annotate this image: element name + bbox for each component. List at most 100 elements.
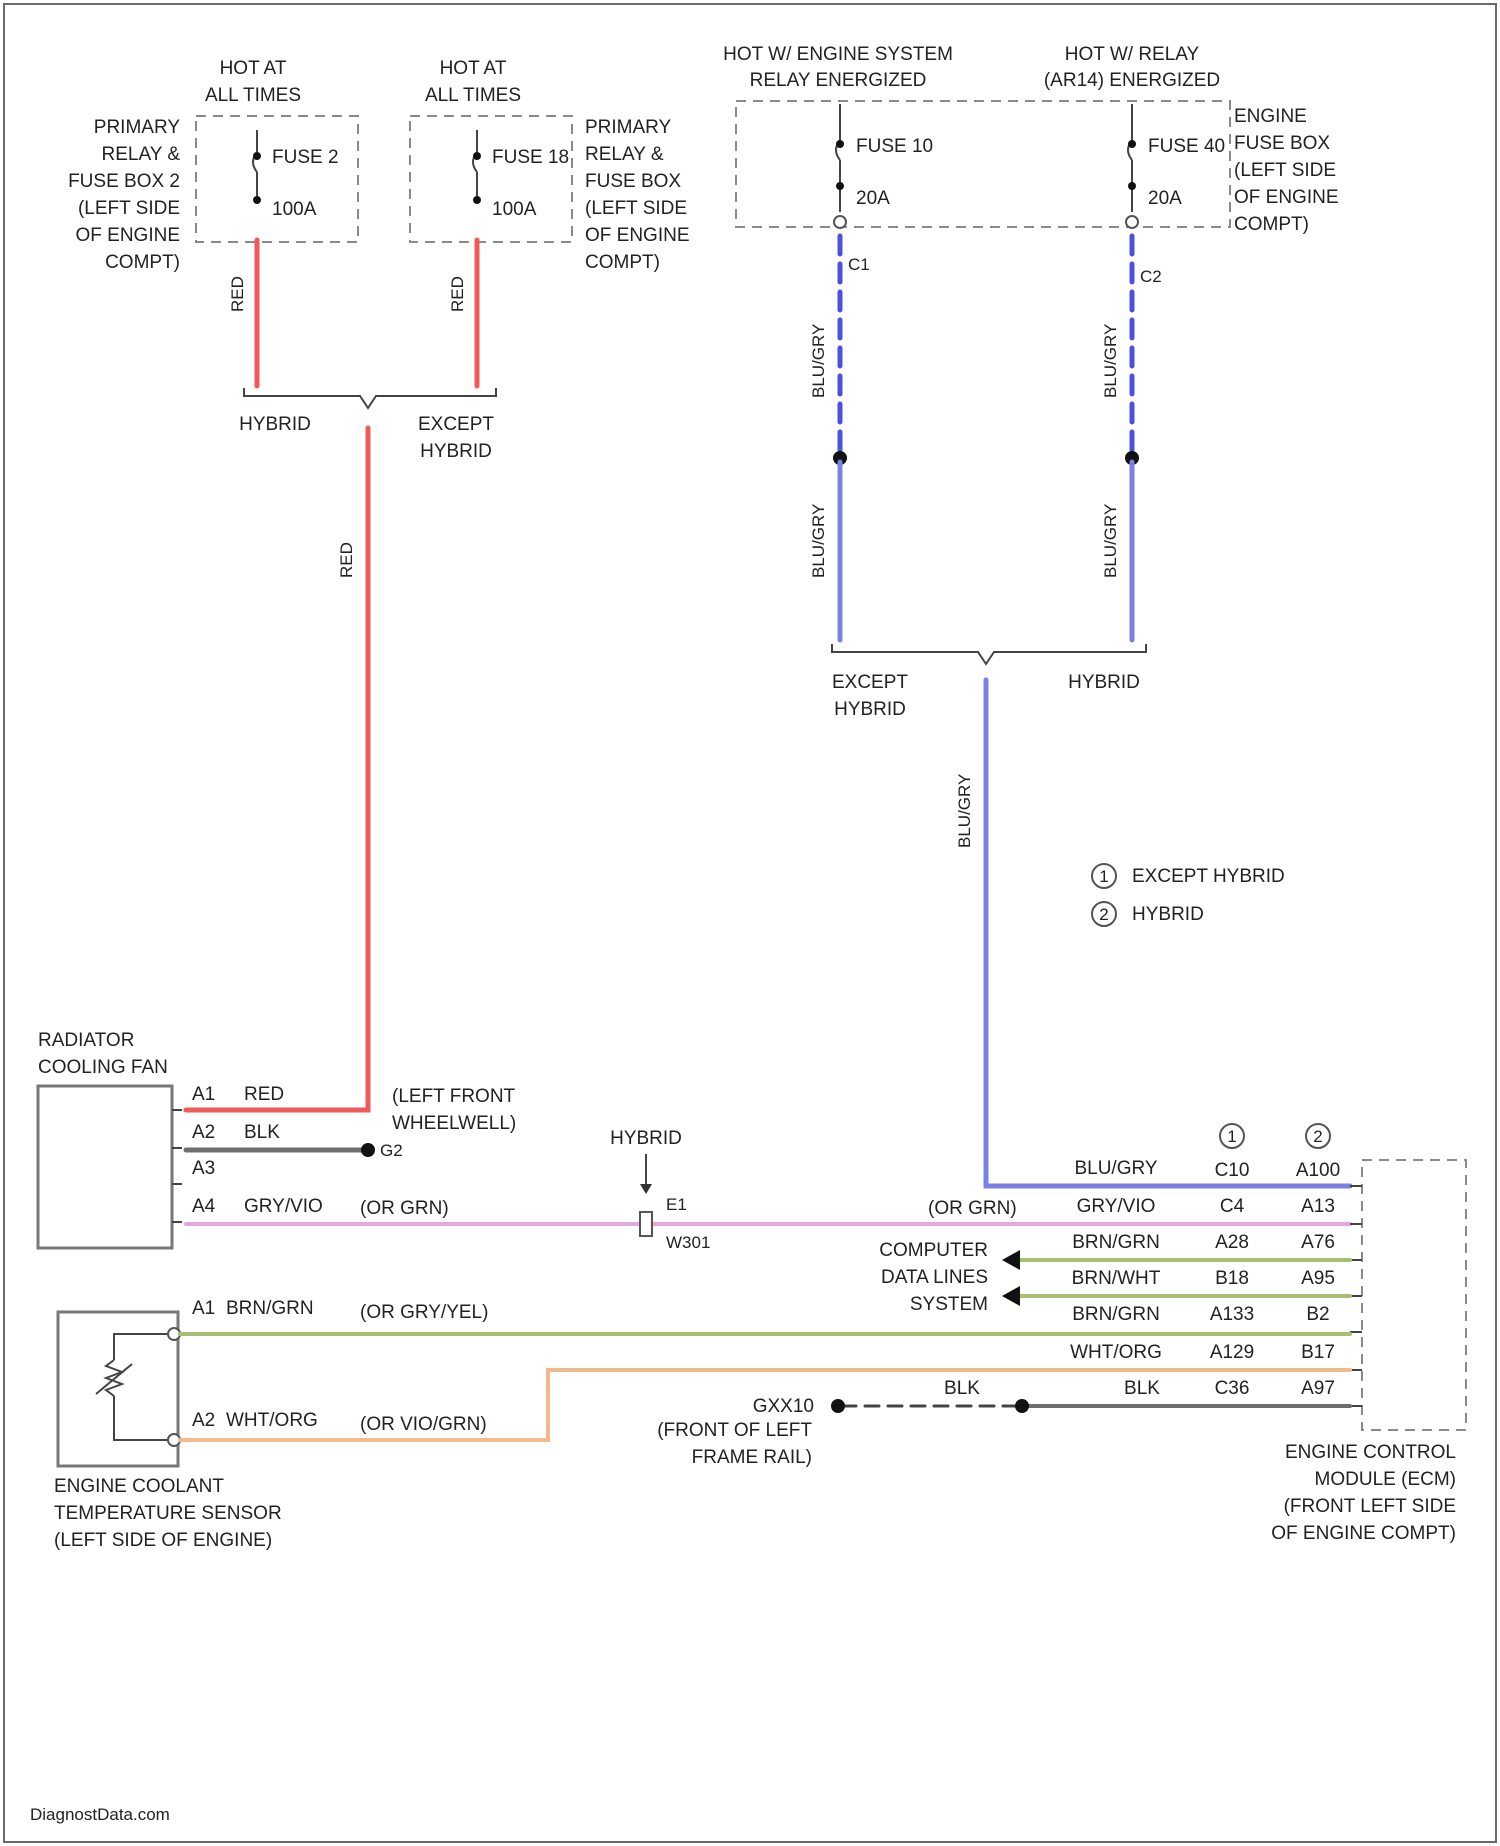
hot-label-left-1: HOT AT xyxy=(220,58,287,79)
data-lines-label-1: COMPUTER xyxy=(879,1240,988,1261)
splice-arrow-head xyxy=(640,1184,652,1194)
fuse-rating-left: 100A xyxy=(272,199,317,220)
ecm-header-mark-2: 2 xyxy=(1313,1127,1322,1146)
ecm-row-6-c2: B17 xyxy=(1301,1342,1335,1363)
ecm-row-4-c1: B18 xyxy=(1215,1268,1249,1289)
connector-a: C1 xyxy=(848,255,870,274)
sensor-line-3: (LEFT SIDE OF ENGINE) xyxy=(54,1530,272,1551)
ecm-line-1: ENGINE CONTROL xyxy=(1285,1442,1456,1463)
ecm-header-conn-1: C10 xyxy=(1215,1160,1250,1181)
blue-branch-left-label-1: EXCEPT xyxy=(832,672,908,693)
ground-dot-left xyxy=(831,1399,845,1413)
splice-connector-id: W301 xyxy=(666,1233,710,1252)
sensor-box xyxy=(58,1312,178,1466)
fuse-box-mid-line-1: PRIMARY xyxy=(585,117,672,138)
splice-pin: E1 xyxy=(666,1195,687,1214)
ecm-header-mark-1: 1 xyxy=(1227,1127,1236,1146)
data-line-arrow-2 xyxy=(1002,1286,1020,1306)
ground-wire-left: BLK xyxy=(944,1378,980,1399)
sensor-alt-a1: (OR GRY/YEL) xyxy=(360,1302,488,1323)
ecm-row-7-color: BLK xyxy=(1124,1378,1160,1399)
fuse-box-left-line-4: (LEFT SIDE xyxy=(78,198,180,219)
fan-pin-a2: A2 xyxy=(192,1122,215,1143)
ground-id: GXX10 xyxy=(753,1396,814,1417)
blue-wire-a-upper-label: BLU/GRY xyxy=(809,324,828,398)
fuse-rating-a: 20A xyxy=(856,188,890,209)
fuse-symbol-left xyxy=(253,130,261,204)
fan-title-1: RADIATOR xyxy=(38,1030,134,1051)
fan-pin-a1: A1 xyxy=(192,1084,215,1105)
ecm-row-3-c1: A28 xyxy=(1215,1232,1249,1253)
fuse-symbol-b xyxy=(1126,104,1138,228)
ground-line-2: FRAME RAIL) xyxy=(692,1447,812,1468)
splice-connector xyxy=(640,1212,652,1236)
fan-ground-dot xyxy=(361,1143,375,1157)
ecm-line-3: (FRONT LEFT SIDE xyxy=(1284,1496,1456,1517)
ecm-row-2-color: GRY/VIO xyxy=(1077,1196,1156,1217)
fuse-box-mid-line-4: (LEFT SIDE xyxy=(585,198,687,219)
ecm-row-4-c2: A95 xyxy=(1301,1268,1335,1289)
engine-fuse-box-line-3: (LEFT SIDE xyxy=(1234,160,1336,181)
legend-mark-1: 1 xyxy=(1099,867,1108,886)
ecm-row-6-color: WHT/ORG xyxy=(1070,1342,1162,1363)
fuse-name-b: FUSE 40 xyxy=(1148,136,1225,157)
fuse-box-mid-label: PRIMARY RELAY & FUSE BOX (LEFT SIDE OF E… xyxy=(585,117,690,273)
engine-fuse-box-line-1: ENGINE xyxy=(1234,106,1307,127)
sensor-line-1: ENGINE COOLANT xyxy=(54,1476,224,1497)
fuse-name-a: FUSE 10 xyxy=(856,136,933,157)
blue-branch-bracket xyxy=(832,644,1146,664)
ecm-row-5-c1: A133 xyxy=(1210,1304,1254,1325)
fuse-box-mid-line-2: RELAY & xyxy=(585,144,664,165)
fan-title-2: COOLING FAN xyxy=(38,1057,168,1078)
ecm-header-conn-2: A100 xyxy=(1296,1160,1340,1181)
ecm-row-1-color: BLU/GRY xyxy=(1074,1158,1157,1179)
fuse-box-left-line-6: COMPT) xyxy=(105,252,180,273)
red-branch-right-label-1: EXCEPT xyxy=(418,414,494,435)
connector-b: C2 xyxy=(1140,267,1162,286)
fuse-name-mid: FUSE 18 xyxy=(492,147,569,168)
engine-fuse-box-line-2: FUSE BOX xyxy=(1234,133,1330,154)
legend: 1 EXCEPT HYBRID 2 HYBRID xyxy=(1092,864,1285,926)
watermark: DiagnostData.com xyxy=(30,1805,170,1824)
blue-wire-a-lower-label: BLU/GRY xyxy=(809,504,828,578)
fan-ground-label-1: (LEFT FRONT xyxy=(392,1086,516,1107)
legend-mark-2: 2 xyxy=(1099,905,1108,924)
fan-pin-a4: A4 xyxy=(192,1196,216,1217)
sensor-pin-a1: A1 xyxy=(192,1298,215,1319)
blue-wire-b-upper-label: BLU/GRY xyxy=(1101,324,1120,398)
ecm-line-2: MODULE (ECM) xyxy=(1315,1469,1456,1490)
ecm-line-4: OF ENGINE COMPT) xyxy=(1271,1523,1456,1544)
data-lines-label-2: DATA LINES xyxy=(881,1267,988,1288)
red-trunk-label: RED xyxy=(337,542,356,578)
ecm-row-2-c1: C4 xyxy=(1220,1196,1245,1217)
fuse-box-left-line-2: RELAY & xyxy=(101,144,180,165)
wire-color-left: RED xyxy=(228,276,247,312)
fuse-box-left xyxy=(196,116,358,242)
blue-trunk-label: BLU/GRY xyxy=(955,774,974,848)
fan-wire-a2: BLK xyxy=(244,1122,280,1143)
fuse-box-mid-line-3: FUSE BOX xyxy=(585,171,681,192)
blue-branch-right-label: HYBRID xyxy=(1068,672,1140,693)
fan-box xyxy=(38,1086,172,1248)
engine-fuse-box-line-4: OF ENGINE xyxy=(1234,187,1339,208)
wire-color-mid: RED xyxy=(448,276,467,312)
sensor-alt-a2: (OR VIO/GRN) xyxy=(360,1414,487,1435)
ecm-box xyxy=(1362,1160,1466,1430)
ecm-row-4-color: BRN/WHT xyxy=(1072,1268,1161,1289)
sensor-label: ENGINE COOLANT TEMPERATURE SENSOR (LEFT … xyxy=(54,1476,282,1551)
hot-label-mid-2: ALL TIMES xyxy=(425,85,521,106)
fan-a4-alt-color: (OR GRN) xyxy=(360,1198,449,1219)
ecm-row-5-color: BRN/GRN xyxy=(1072,1304,1160,1325)
legend-label-1: EXCEPT HYBRID xyxy=(1132,866,1285,887)
ecm-row-7-c2: A97 xyxy=(1301,1378,1335,1399)
sensor-wire-a1: BRN/GRN xyxy=(226,1298,314,1319)
fuse-box-left-line-1: PRIMARY xyxy=(94,117,181,138)
fuse-box-mid-line-6: COMPT) xyxy=(585,252,660,273)
ecm-row-3-color: BRN/GRN xyxy=(1072,1232,1160,1253)
sensor-wire-a2: WHT/ORG xyxy=(226,1410,318,1431)
splice-alt-color: (OR GRN) xyxy=(928,1198,1017,1219)
hot-label-b-2: (AR14) ENERGIZED xyxy=(1044,70,1220,91)
engine-fuse-box-label: ENGINE FUSE BOX (LEFT SIDE OF ENGINE COM… xyxy=(1234,106,1339,235)
fan-pin-a3: A3 xyxy=(192,1158,215,1179)
